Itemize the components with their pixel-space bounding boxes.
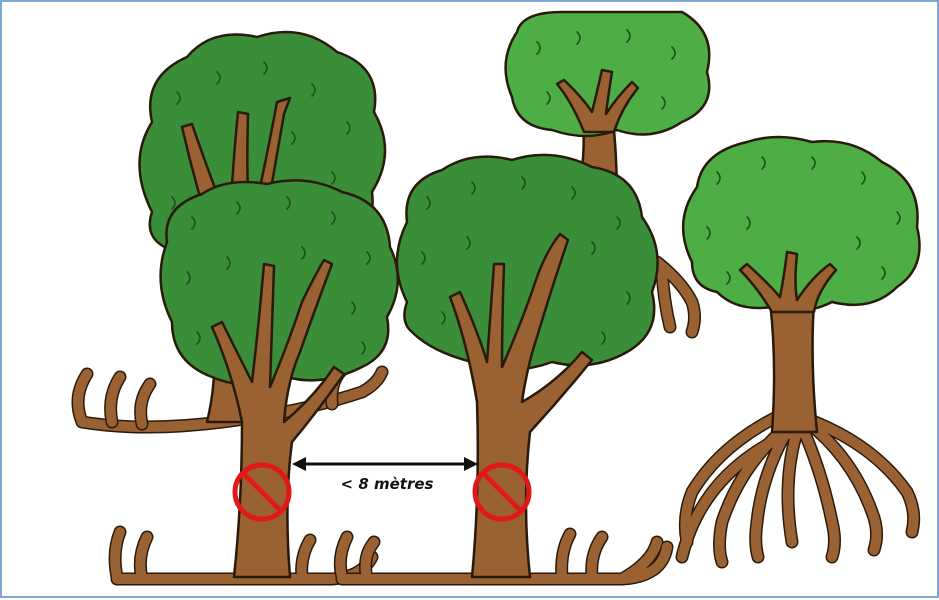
tree-front-middle [340,155,667,579]
tree-right-mangrove [682,137,920,562]
distance-arrow [292,457,478,471]
canopy-right-mangrove [683,137,919,311]
distance-label: < 8 mètres [341,475,434,493]
